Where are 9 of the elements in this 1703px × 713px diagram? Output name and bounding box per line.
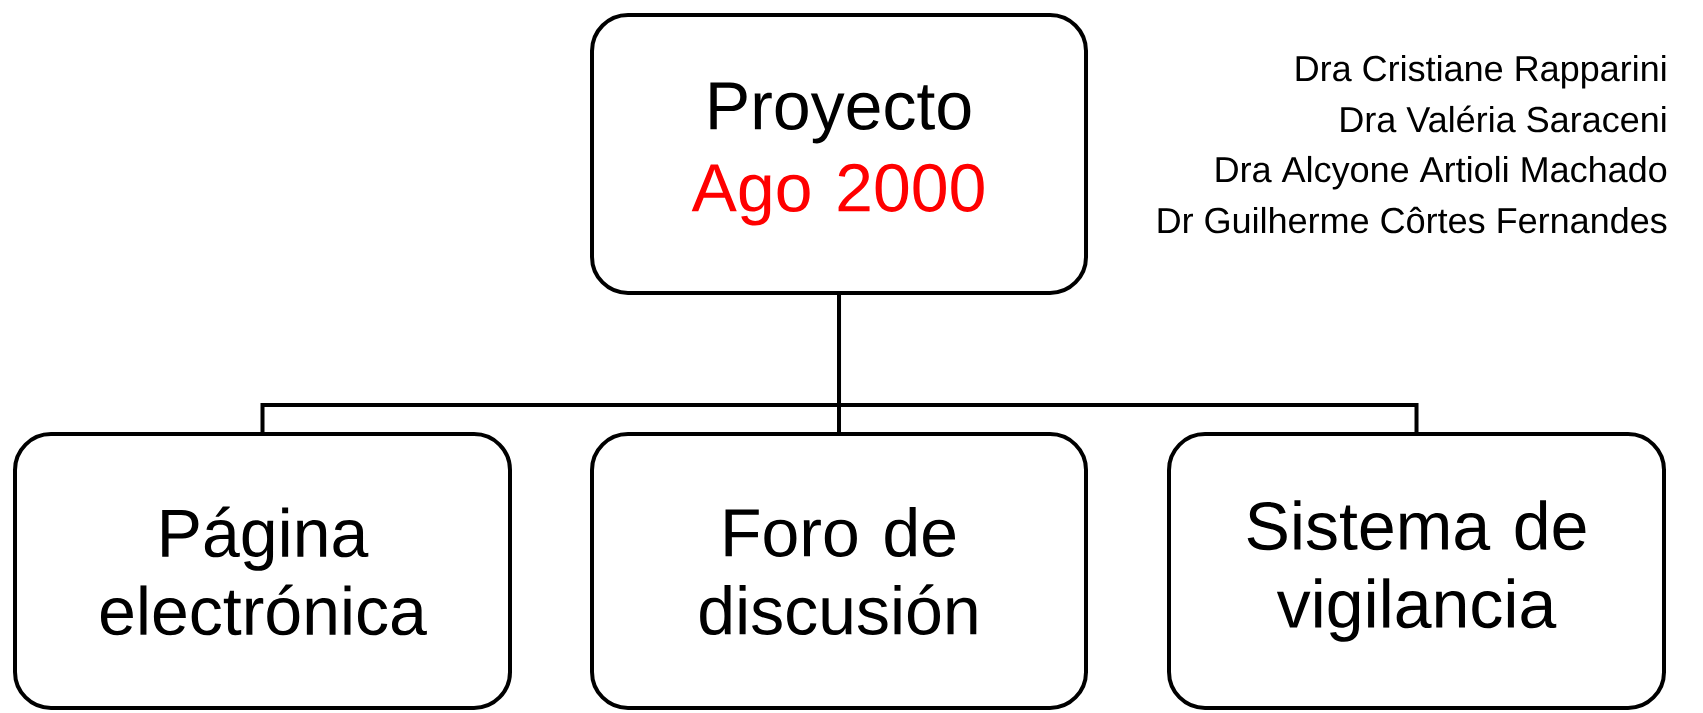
author-name: Dra Valéria Saraceni — [1341, 105, 1666, 133]
author-name: Dra Alcyone Artioli Machado — [1216, 155, 1667, 190]
rounded-box: Sistema de vigilancia — [1167, 432, 1666, 710]
rounded-box: Página electrónica — [13, 432, 512, 710]
connector-line — [837, 295, 1419, 432]
author-name: Dr Guilherme Côrtes Fernandes — [1158, 206, 1667, 234]
author-name: Dra Cristiane Rapparini — [1296, 54, 1666, 89]
rounded-box: Foro de discusión — [590, 432, 1088, 710]
rounded-box: Proyecto Ago 2000 — [590, 13, 1088, 295]
